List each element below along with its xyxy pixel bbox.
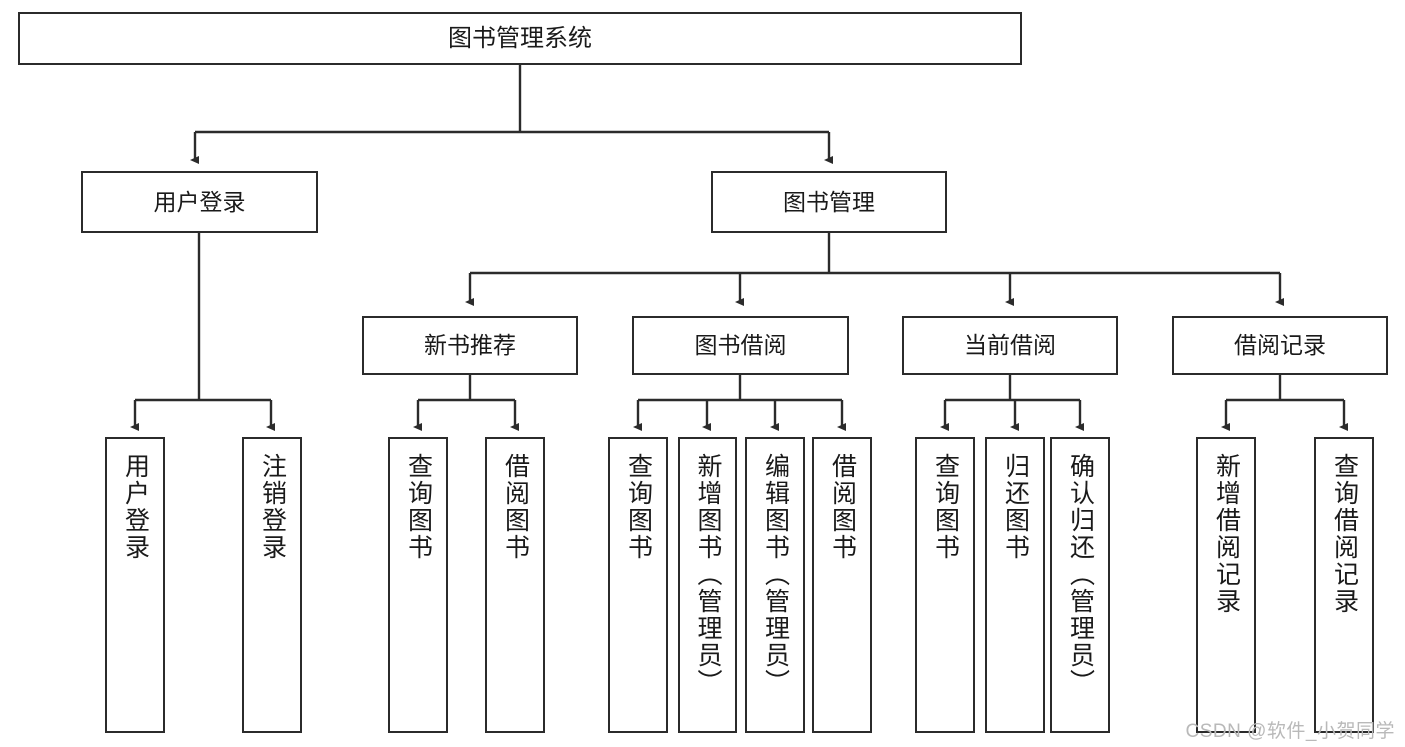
leaf-edit-book[interactable]: 编辑图书（管理员） (745, 437, 805, 733)
node-label: 新书推荐 (424, 332, 516, 359)
leaf-borrow-book-1[interactable]: 借阅图书 (485, 437, 545, 733)
leaf-query-book-1[interactable]: 查询图书 (388, 437, 448, 733)
leaf-confirm-return[interactable]: 确认归还（管理员） (1050, 437, 1110, 733)
node-label: 图书借阅 (694, 332, 787, 359)
leaf-logout[interactable]: 注销登录 (242, 437, 302, 733)
node-label: 用户登录 (153, 188, 246, 215)
node-root-system[interactable]: 图书管理系统 (18, 12, 1022, 65)
node-label: 确认归还（管理员） (1066, 453, 1095, 696)
leaf-user-login[interactable]: 用户登录 (105, 437, 165, 733)
node-label: 借阅图书 (828, 453, 857, 561)
node-label: 借阅图书 (501, 453, 530, 561)
node-label: 新增图书（管理员） (694, 453, 722, 696)
node-book-manage[interactable]: 图书管理 (711, 171, 947, 233)
node-book-borrow[interactable]: 图书借阅 (632, 316, 849, 375)
leaf-query-book-3[interactable]: 查询图书 (915, 437, 975, 733)
node-label: 用户登录 (121, 453, 150, 561)
leaf-add-record[interactable]: 新增借阅记录 (1196, 437, 1256, 733)
node-label: 当前借阅 (964, 332, 1056, 359)
leaf-borrow-book-2[interactable]: 借阅图书 (812, 437, 872, 733)
node-label: 查询借阅记录 (1330, 453, 1359, 615)
node-label: 注销登录 (258, 453, 287, 561)
node-label: 新增借阅记录 (1212, 453, 1241, 615)
leaf-query-book-2[interactable]: 查询图书 (608, 437, 668, 733)
node-label: 借阅记录 (1234, 332, 1326, 359)
node-user-login[interactable]: 用户登录 (81, 171, 318, 233)
leaf-return-book[interactable]: 归还图书 (985, 437, 1045, 733)
node-label: 归还图书 (1001, 453, 1030, 561)
node-label: 图书管理 (783, 188, 875, 215)
leaf-query-record[interactable]: 查询借阅记录 (1314, 437, 1374, 733)
node-label: 查询图书 (624, 453, 653, 561)
node-label: 编辑图书（管理员） (761, 453, 790, 696)
node-current-borrow[interactable]: 当前借阅 (902, 316, 1118, 375)
node-borrow-record[interactable]: 借阅记录 (1172, 316, 1388, 375)
node-label: 查询图书 (931, 453, 960, 561)
node-new-book-recommend[interactable]: 新书推荐 (362, 316, 578, 375)
leaf-add-book[interactable]: 新增图书（管理员） (678, 437, 737, 733)
node-label: 查询图书 (404, 453, 433, 561)
node-label: 图书管理系统 (448, 24, 592, 52)
watermark-text: CSDN @软件_小贺同学 (1185, 721, 1395, 742)
